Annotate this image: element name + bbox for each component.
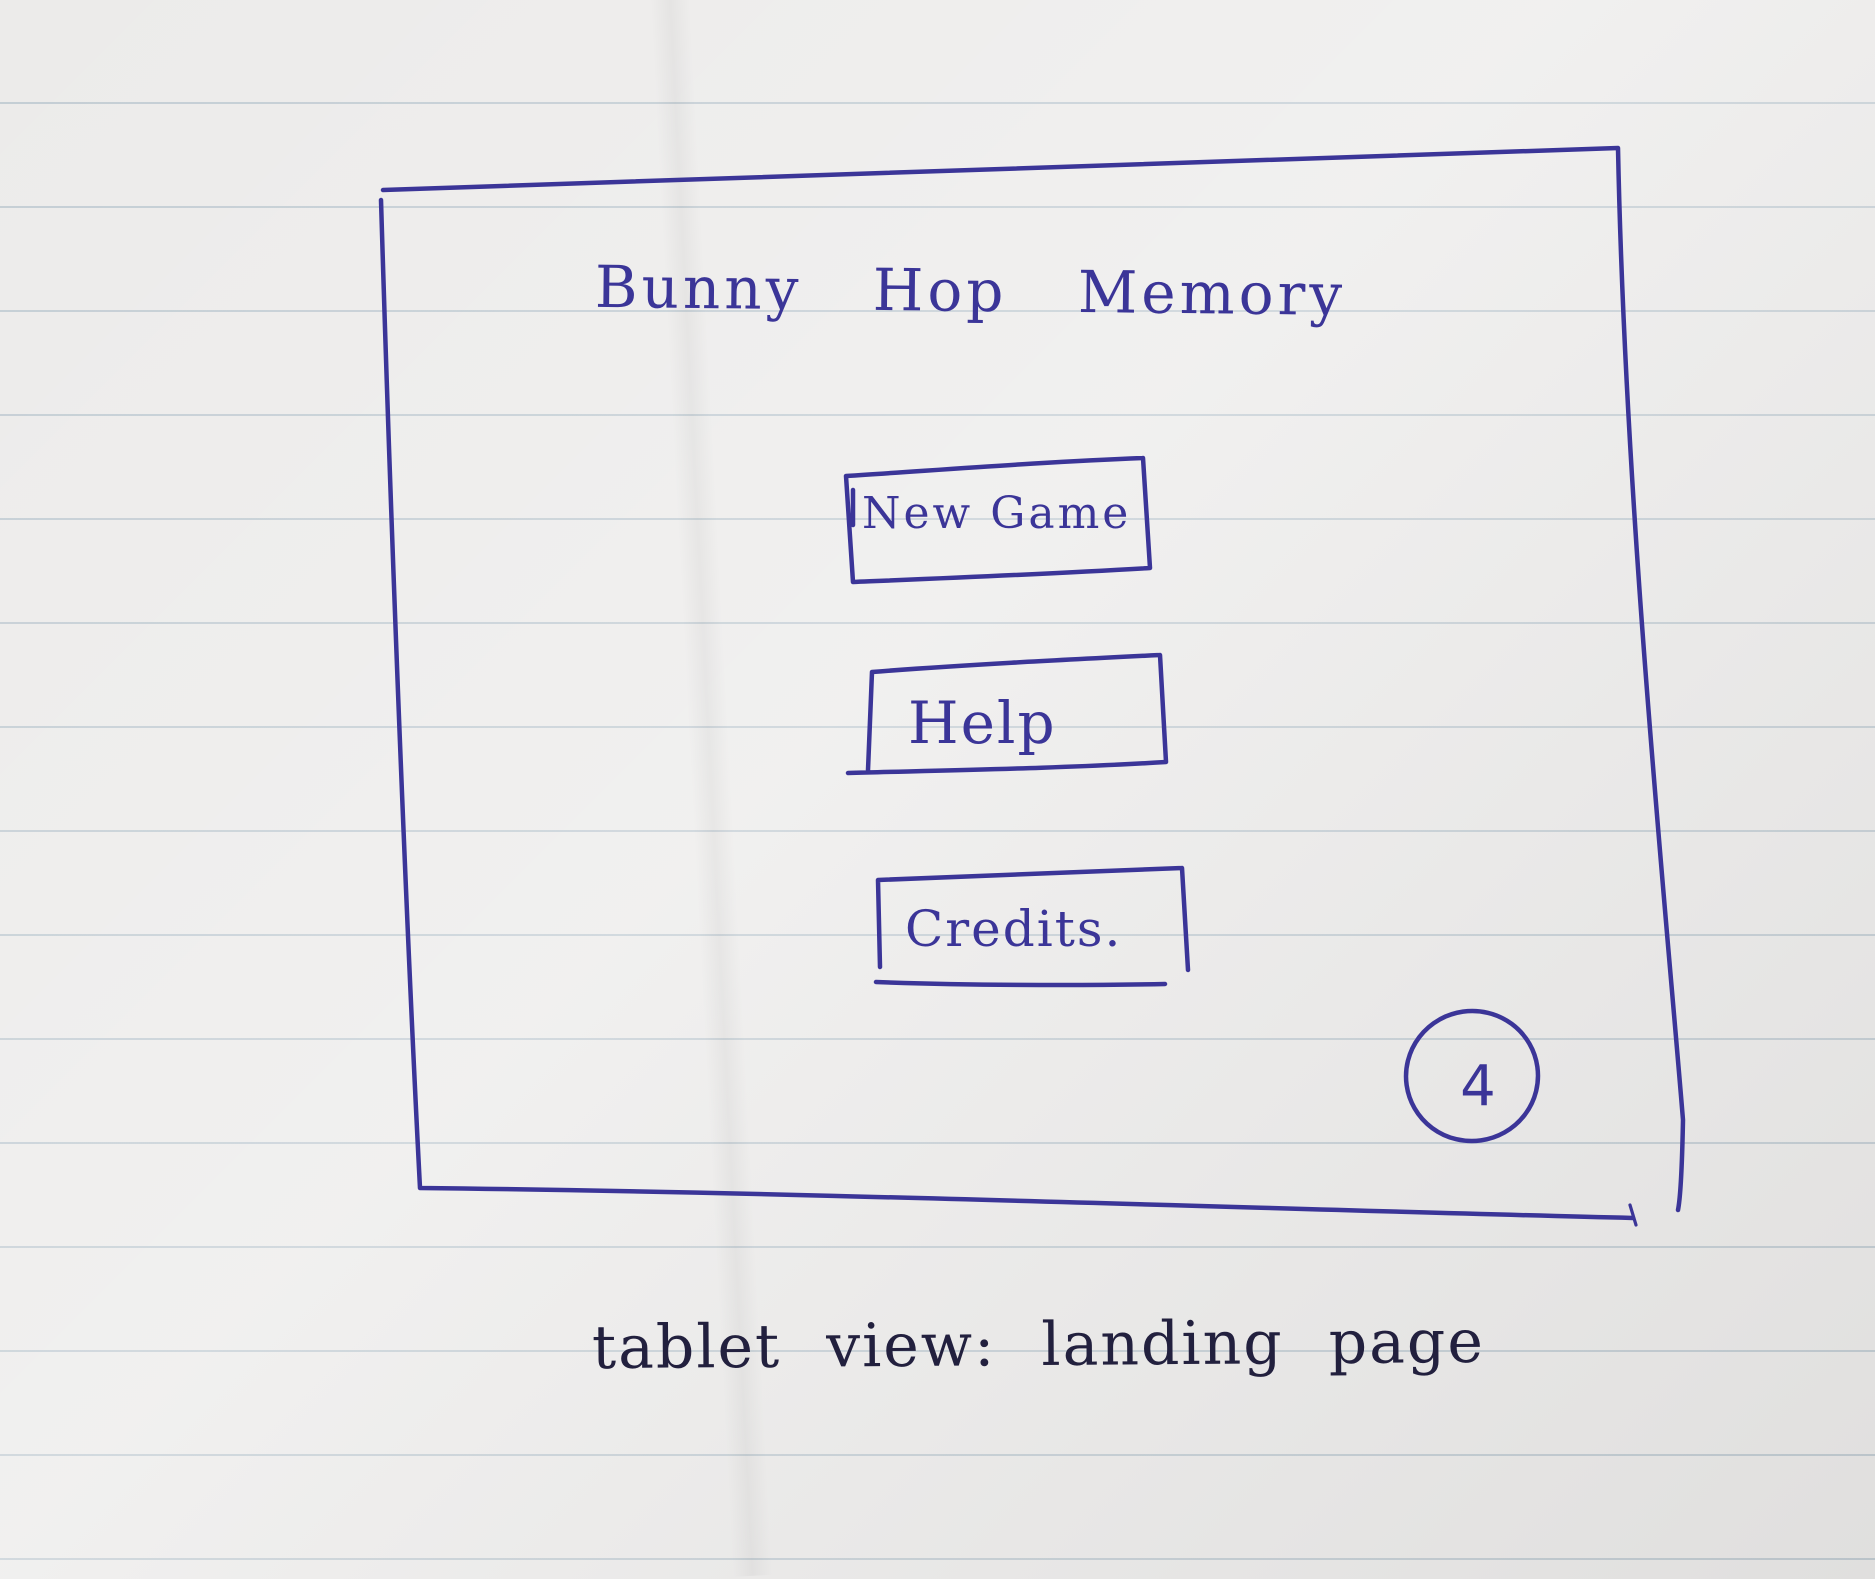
badge-text: 4: [1460, 1054, 1496, 1119]
tablet-frame: [378, 145, 1686, 1221]
help-button-outline: [845, 652, 1169, 776]
badge-circle: [1403, 1008, 1541, 1144]
new-game-label: New Game: [862, 488, 1132, 539]
sketch-caption: tablet view: landing page: [591, 1306, 1486, 1384]
page-title: Bunny Hop Memory: [594, 252, 1347, 329]
credits-button-outline: [873, 865, 1191, 988]
credits-label: Credits.: [905, 900, 1123, 958]
help-label: Help: [908, 689, 1057, 757]
new-game-button-outline: [843, 455, 1153, 585]
